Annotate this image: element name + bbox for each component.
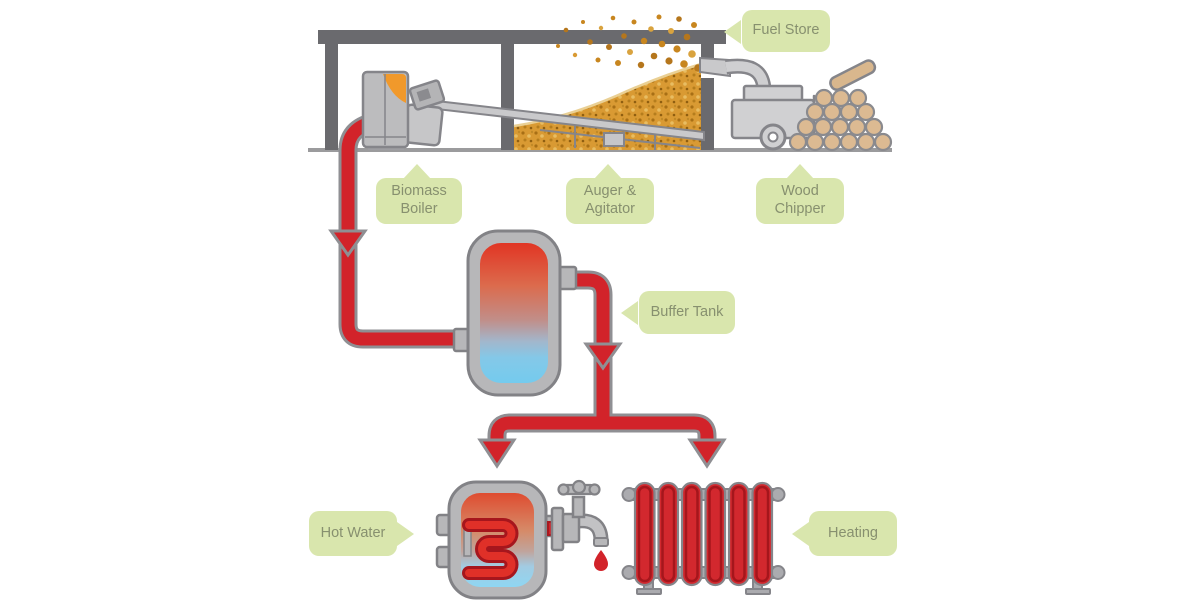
hot-water-text: Hot Water <box>320 524 386 541</box>
heating-text: Heating <box>828 524 878 541</box>
buffer-tank <box>452 229 578 397</box>
buffer-tank-pointer-icon <box>621 301 638 325</box>
hot-water-pointer-icon <box>397 522 414 546</box>
fuel-store-text: Fuel Store <box>752 22 820 39</box>
label-buffer-tank: Buffer Tank <box>639 291 735 334</box>
auger-agitator <box>427 98 705 150</box>
flow-arrow-down-icon <box>328 229 368 258</box>
flow-arrow-down-icon <box>687 438 727 469</box>
wood-chipper-pointer-icon <box>786 164 814 179</box>
label-auger-agitator: Auger & Agitator <box>566 178 654 224</box>
auger-pointer-icon <box>594 164 622 179</box>
auger-agitator-text: Auger & Agitator <box>583 183 637 217</box>
chip-spray <box>556 14 702 72</box>
heating-pointer-icon <box>792 522 809 546</box>
flow-arrow-down-icon <box>477 438 517 469</box>
biomass-boiler <box>361 70 446 150</box>
wood-chipper-text: Wood Chipper <box>774 183 826 217</box>
pipework <box>328 112 727 469</box>
biomass-boiler-pointer-icon <box>403 164 431 179</box>
water-drop-icon <box>594 550 608 571</box>
radiator-columns <box>633 481 774 587</box>
boiler-flame-accent <box>383 74 406 103</box>
label-wood-chipper: Wood Chipper <box>756 178 844 224</box>
biomass-boiler-text: Biomass Boiler <box>391 183 447 217</box>
fuel-store-pointer-icon <box>724 20 741 44</box>
radiator <box>621 481 786 595</box>
flow-arrow-down-icon <box>583 342 623 371</box>
buffer-tank-text: Buffer Tank <box>650 303 724 320</box>
label-biomass-boiler: Biomass Boiler <box>376 178 462 224</box>
tap-icon <box>550 479 609 571</box>
log-infeed <box>829 59 877 92</box>
log-pile <box>788 88 893 152</box>
label-heating: Heating <box>809 511 897 556</box>
label-hot-water: Hot Water <box>309 511 397 556</box>
label-fuel-store: Fuel Store <box>742 10 830 52</box>
hot-water-cylinder <box>435 480 563 600</box>
